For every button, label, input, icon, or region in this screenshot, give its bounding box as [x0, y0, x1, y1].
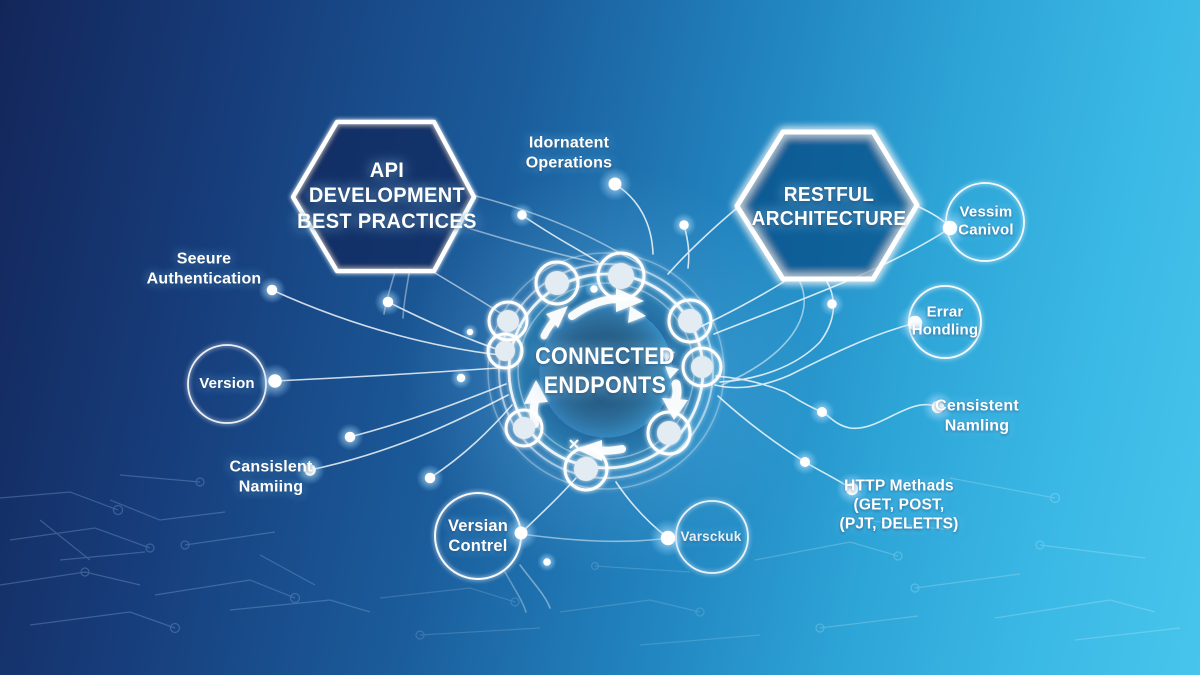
satellite-nodes	[486, 251, 723, 492]
hexagon-left	[290, 119, 477, 274]
hub	[486, 251, 725, 492]
chevron-down-right-icon	[628, 306, 646, 323]
hexagon-left-title: API DEVELOPMENT BEST PRACTICES	[297, 157, 477, 233]
satellite-node	[596, 251, 646, 301]
hexagon-right-title: RESTFUL ARCHITECTURE	[751, 182, 907, 230]
arrow-up-icon	[524, 380, 548, 404]
label-idempotent-operations: Idornatent Operations	[525, 134, 613, 171]
satellite-node	[563, 446, 609, 492]
satellite-node	[504, 408, 544, 448]
chevron-down-icon	[661, 349, 675, 362]
satellite-node	[646, 410, 692, 456]
node-label-version-left: Version	[199, 374, 255, 392]
cycle-arrows	[524, 288, 688, 461]
arrow-up-right-icon	[546, 306, 568, 328]
node-label-version-control-bottom: Versian Contrel	[447, 516, 509, 555]
node-label-version-control-right: Vessim Canivol	[958, 203, 1014, 239]
label-http-methods: HTTP Methads (GET, POST, (PJT, DELETTS)	[839, 477, 959, 533]
arrow-right-icon	[616, 288, 644, 312]
satellite-node	[667, 298, 713, 344]
satellite-node	[681, 346, 723, 388]
hub-title: CONNECTED ENDPONTS	[535, 343, 675, 399]
hexagon-right	[734, 129, 920, 282]
label-consistent-naming-right: Censistent Namling	[935, 397, 1019, 434]
label-consistent-naming-left: Cansislent Namiing	[229, 458, 313, 495]
label-secure-authentication: Seeure Authentication	[146, 250, 262, 287]
arrow-left-icon	[576, 440, 602, 461]
circuit-pattern	[0, 474, 1181, 646]
arrow-down-icon	[662, 398, 688, 420]
satellite-node	[487, 300, 529, 342]
satellite-node	[486, 332, 524, 370]
node-label-error-handling: Errar Hondling	[911, 303, 979, 339]
node-label-audit-bottom: Varsckuk	[680, 528, 742, 544]
chevron-down-icon	[665, 366, 679, 379]
satellite-node	[534, 260, 580, 306]
